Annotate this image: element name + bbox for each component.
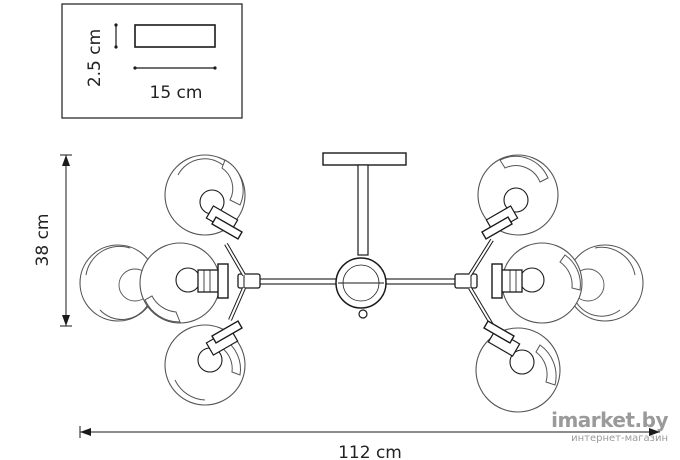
legend-canopy-plate	[134, 24, 216, 48]
legend-width-marker	[133, 66, 217, 70]
width-label: 112 cm	[338, 443, 402, 460]
globe-lower-right	[475, 320, 561, 413]
globe-mid-right	[491, 242, 583, 324]
legend-height-label: 2.5 cm	[85, 29, 105, 87]
right-cluster	[454, 154, 644, 413]
left-joint	[224, 242, 261, 321]
watermark-brand: imarket.by	[551, 408, 668, 432]
central-hub	[335, 257, 387, 319]
canopy-legend: 2.5 cm 15 cm	[61, 3, 243, 119]
width-dimension: 112 cm	[79, 426, 660, 460]
legend-frame	[61, 3, 243, 119]
height-dimension: 38 cm	[33, 154, 72, 327]
globe-upper-left	[164, 154, 246, 240]
legend-height-marker	[114, 23, 118, 49]
height-label: 38 cm	[33, 214, 53, 267]
globe-mid-left	[139, 242, 229, 324]
legend-width-label: 15 cm	[150, 83, 203, 103]
globe-upper-right	[477, 154, 559, 240]
right-joint	[454, 238, 494, 327]
globe-lower-left	[164, 320, 246, 406]
watermark-tagline: интернет-магазин	[571, 433, 668, 444]
ceiling-canopy	[322, 152, 407, 256]
watermark: imarket.by интернет-магазин	[551, 408, 669, 444]
left-cluster	[79, 154, 261, 406]
